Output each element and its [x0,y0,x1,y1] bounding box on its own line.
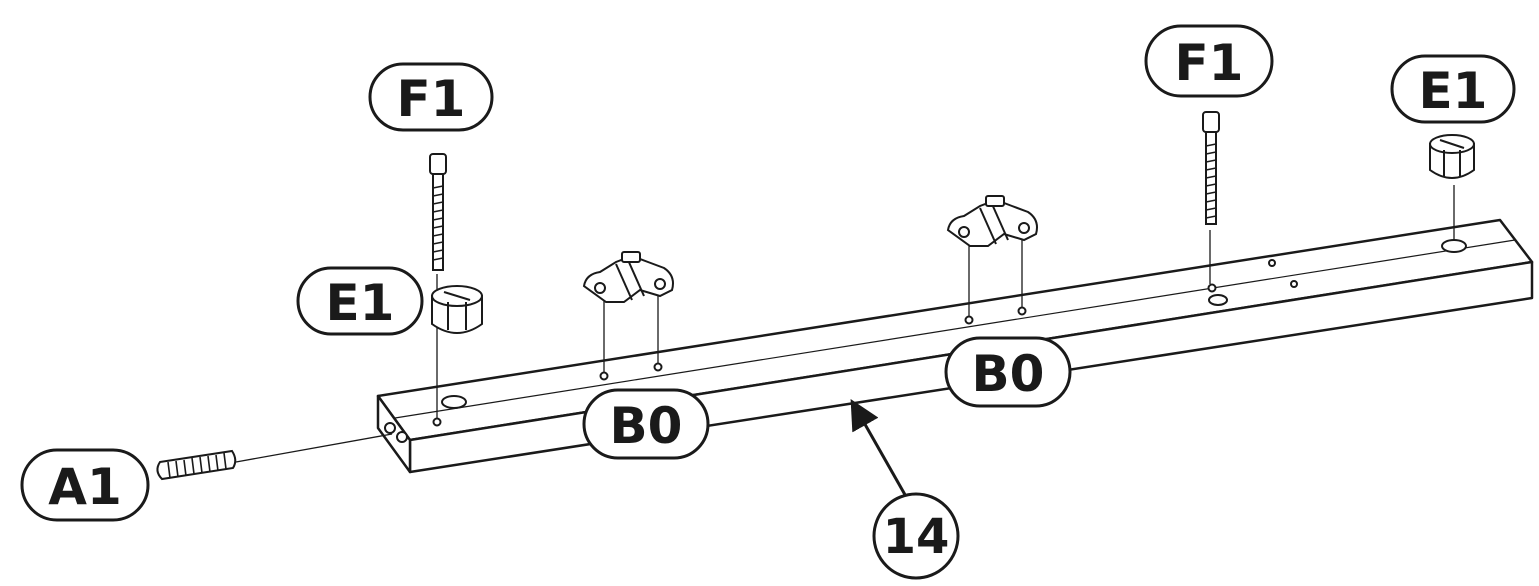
screw-hole [964,315,974,325]
label-part-14-text: 14 [883,509,950,565]
label-f1-left: F1 [368,62,494,132]
label-a1-text: A1 [48,458,122,516]
cam-hole [1208,294,1228,306]
label-e1-left: E1 [296,266,424,336]
a1-dowel-part [156,449,237,481]
rail-top-inner-edge [394,239,1516,419]
label-b0-right: B0 [944,336,1072,408]
label-b0-right-text: B0 [972,345,1045,403]
cam-hole-right [1441,239,1467,253]
label-f1-right-text: F1 [1175,34,1244,92]
rail-top-face [376,218,1534,442]
label-a1: A1 [20,448,150,522]
rail-end-face [376,394,412,474]
b0-hinge-left-part [582,251,674,303]
dowel-hole [432,417,442,427]
screw-hole [1017,306,1027,316]
e1-cam-left-part [431,285,483,334]
cam-hole-left [441,395,467,409]
label-part-14: 14 [872,492,960,580]
screw-hole [599,371,609,381]
rail-part-14 [376,218,1534,474]
label-b0-left: B0 [582,388,710,460]
rail-top-holes [432,239,1467,427]
screw-hole [1268,259,1276,267]
e1-cam-right-part [1429,134,1475,179]
rail-end-holes [384,422,408,443]
label-e1-right: E1 [1390,54,1516,124]
f1-bolt-right-part [1202,111,1220,225]
screw-hole [1207,283,1217,293]
screw-hole [1290,280,1298,288]
label-f1-left-text: F1 [397,70,466,128]
guide-line [235,433,393,463]
label-e1-left-text: E1 [326,274,395,332]
label-e1-right-text: E1 [1419,62,1488,120]
assembly-guide-lines [235,185,1455,463]
f1-bolt-left-part [429,153,447,271]
label-f1-right: F1 [1144,24,1274,98]
label-b0-left-text: B0 [610,397,683,455]
b0-hinge-right-part [946,195,1038,247]
part-14-arrow [850,398,910,501]
screw-hole [653,362,663,372]
